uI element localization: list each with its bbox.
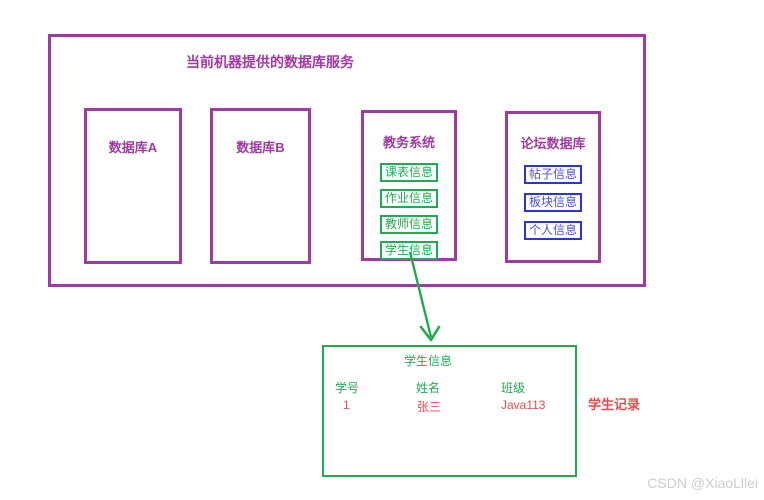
- student-info-table: 学生信息 学号 姓名 班级 1 张三 Java113: [322, 345, 577, 477]
- item-course-schedule-info: 课表信息: [379, 163, 438, 182]
- forum-database-tables: 帖子信息 板块信息 个人信息: [523, 165, 582, 240]
- header-student-id: 学号: [335, 381, 360, 395]
- academic-system-tables: 课表信息 作业信息 教师信息 学生信息: [379, 163, 438, 260]
- student-record-label: 学生记录: [588, 397, 641, 412]
- item-student-info: 学生信息: [379, 241, 438, 260]
- cell-name: 张三: [417, 400, 442, 414]
- diagram-title: 当前机器提供的数据库服务: [186, 54, 354, 70]
- forum-database-box: 论坛数据库 帖子信息 板块信息 个人信息: [505, 111, 601, 263]
- item-homework-info: 作业信息: [379, 189, 438, 208]
- item-board-info: 板块信息: [523, 193, 582, 212]
- cell-class: Java113: [501, 398, 546, 412]
- item-personal-info: 个人信息: [523, 221, 582, 240]
- header-name: 姓名: [416, 381, 441, 395]
- machine-services-box: 当前机器提供的数据库服务 数据库A 数据库B 教务系统 课表信息 作业信息 教师…: [48, 34, 646, 287]
- item-post-info: 帖子信息: [523, 165, 582, 184]
- forum-database-label: 论坛数据库: [520, 136, 586, 151]
- header-class: 班级: [501, 381, 526, 395]
- academic-system-box: 教务系统 课表信息 作业信息 教师信息 学生信息: [361, 110, 457, 261]
- database-a-label: 数据库A: [108, 140, 158, 155]
- csdn-watermark: CSDN @XiaoLllei: [647, 475, 758, 491]
- student-info-table-title: 学生信息: [404, 354, 453, 368]
- database-b-label: 数据库B: [236, 140, 285, 155]
- database-b-box: 数据库B: [210, 108, 311, 264]
- cell-student-id: 1: [343, 398, 350, 412]
- academic-system-label: 教务系统: [382, 135, 435, 150]
- database-a-box: 数据库A: [84, 108, 182, 264]
- item-teacher-info: 教师信息: [379, 215, 438, 234]
